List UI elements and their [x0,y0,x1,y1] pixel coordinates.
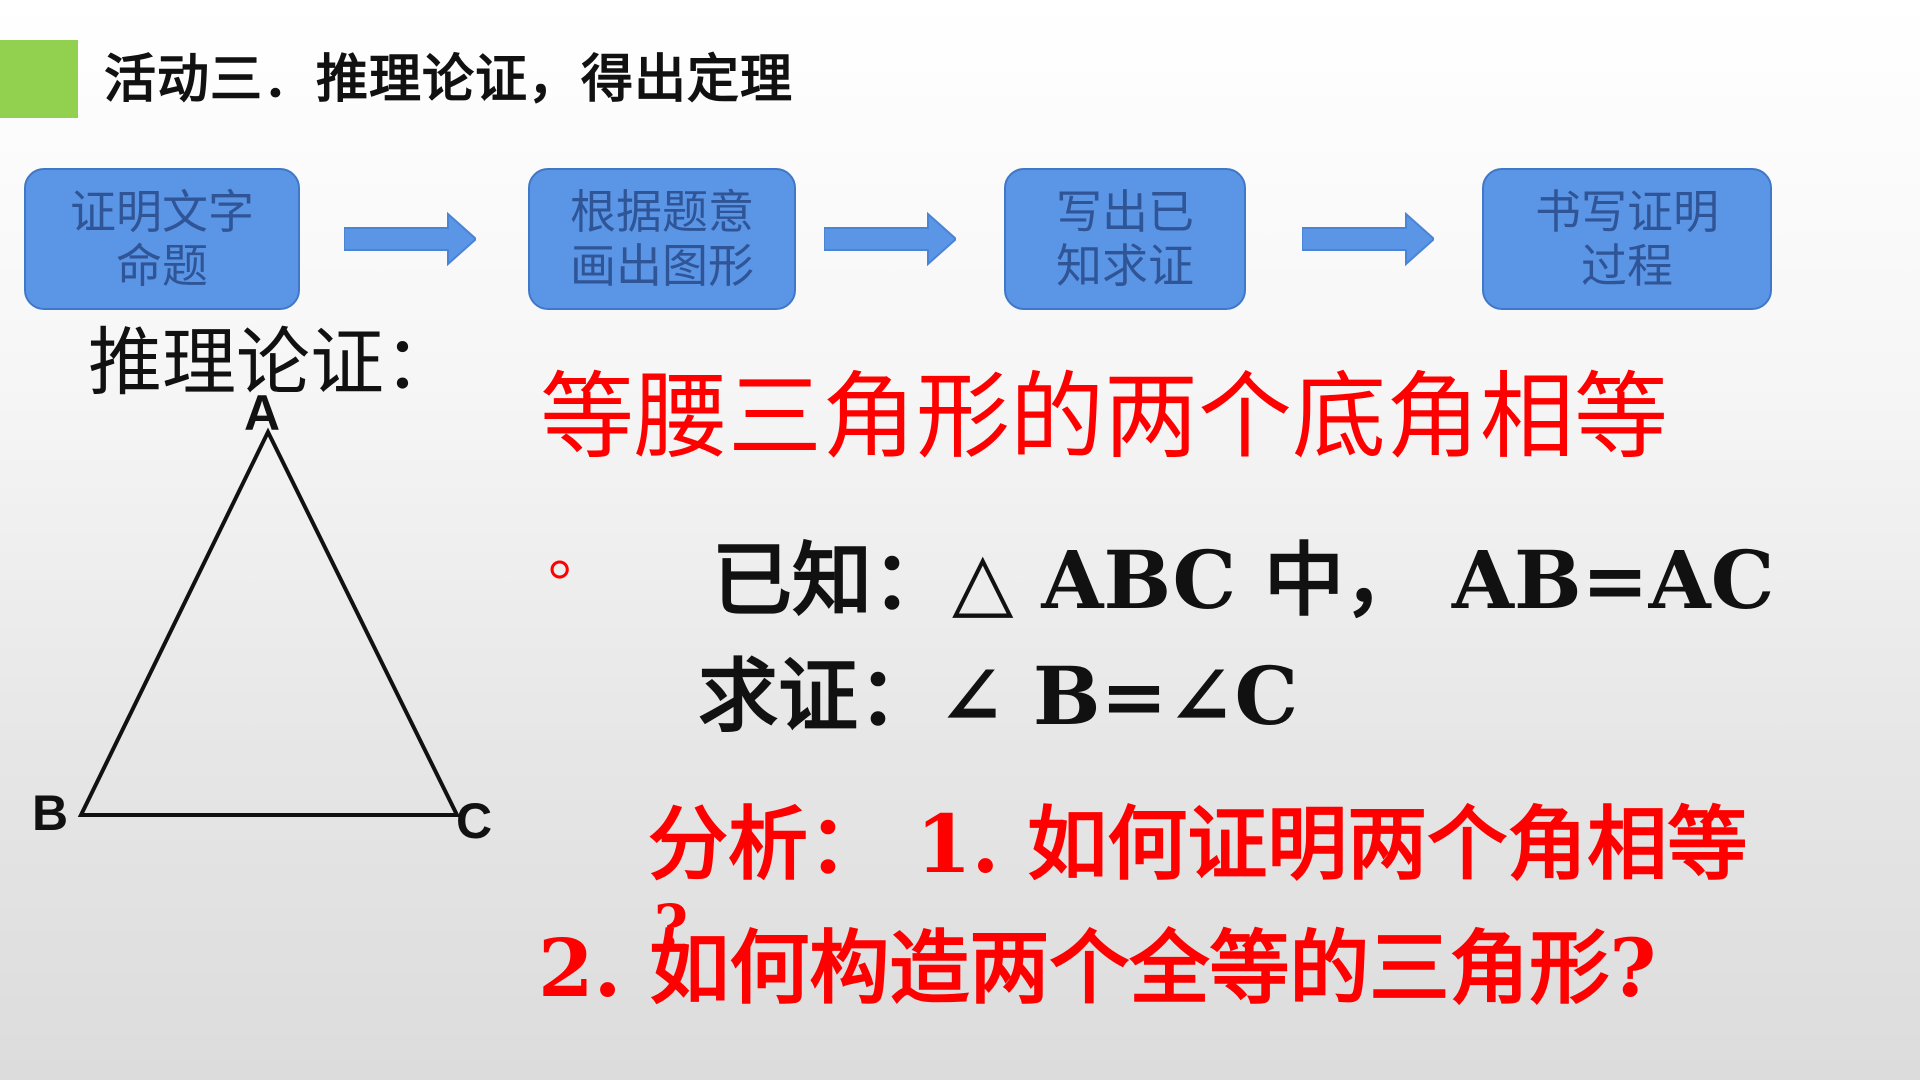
vertex-label-a: A [244,385,280,441]
title-marker [0,40,78,118]
theorem-end-mark: 。 [548,520,608,590]
step-3-line1: 写出已 [1056,185,1194,239]
step-box-3: 写出已 知求证 [1004,168,1246,310]
step-4-line1: 书写证明 [1535,185,1719,239]
right-arrow-icon [344,212,476,266]
isosceles-triangle-figure: A B C [32,385,492,849]
vertex-label-c: C [456,793,492,849]
step-1-line2: 命题 [116,239,208,293]
step-box-2: 根据题意 画出图形 [528,168,796,310]
section-label: 推理论证： [88,320,458,406]
step-2-line2: 画出图形 [570,239,754,293]
step-4-line2: 过程 [1581,239,1673,293]
step-3-line2: 知求证 [1056,239,1194,293]
analysis-question-1-end: ? [654,892,688,960]
analysis-question-2: 2. 如何构造两个全等的三角形? [538,921,1657,1015]
analysis-question-1: 分析： 1. 如何证明两个角相等 [648,797,1748,891]
right-arrow-icon [1302,212,1434,266]
theorem-text: 等腰三角形的两个底角相等 [540,363,1669,472]
given-statement: 已知：△ ABC 中， AB=AC [712,533,1775,627]
step-1-line1: 证明文字 [70,185,254,239]
step-box-4: 书写证明 过程 [1482,168,1772,310]
right-arrow-icon [824,212,956,266]
slide-title: 活动三．推理论证，得出定理 [104,50,794,110]
step-box-1: 证明文字 命题 [24,168,300,310]
step-2-line1: 根据题意 [570,185,754,239]
triangle-shape [77,427,461,817]
prove-statement: 求证：∠ B=∠C [698,649,1299,743]
vertex-label-b: B [32,785,68,841]
